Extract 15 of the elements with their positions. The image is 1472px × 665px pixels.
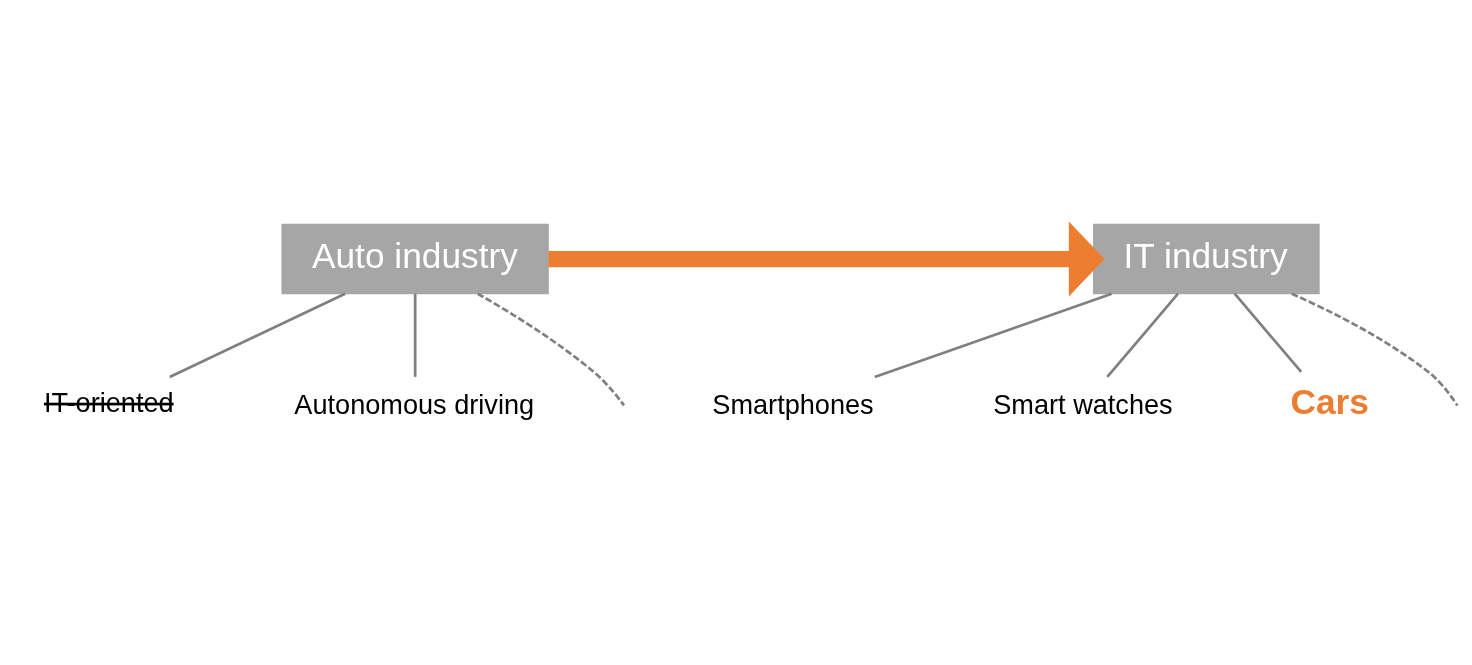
node-box: IT industry	[1093, 223, 1320, 294]
node-text: Smart watches	[993, 388, 1173, 420]
connector	[413, 293, 417, 377]
arrow	[548, 221, 1105, 296]
connector	[1291, 292, 1459, 406]
node-box: Auto industry	[281, 223, 549, 294]
connector	[1233, 292, 1303, 373]
node-text: Cars	[1290, 381, 1369, 421]
connector	[169, 292, 346, 378]
node-text: Smartphones	[712, 388, 874, 420]
node-text: Autonomous driving	[294, 388, 535, 420]
connector	[477, 292, 626, 406]
connector	[1106, 292, 1180, 378]
connector	[874, 291, 1113, 378]
node-text: IT-oriented	[43, 386, 174, 418]
